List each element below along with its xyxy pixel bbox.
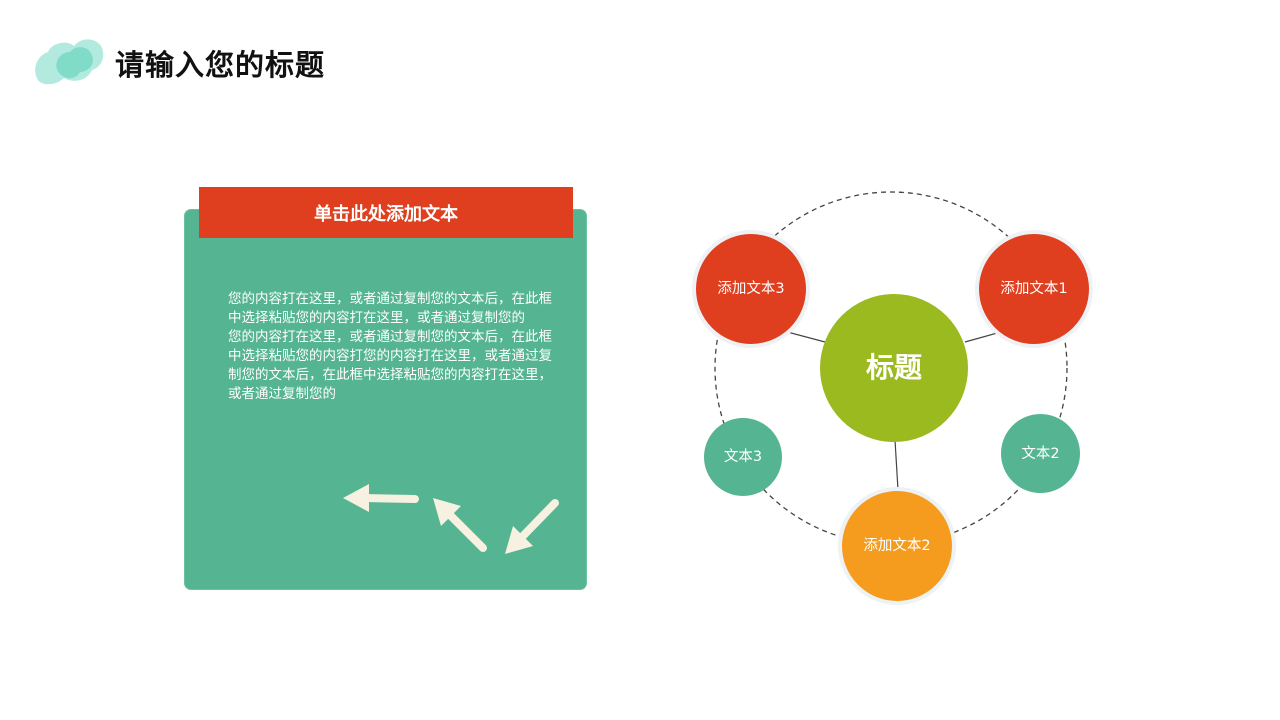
arrow-down-left-icon [505, 499, 559, 554]
card-paragraph-1: 您的内容打在这里，或者通过复制您的文本后，在此框中选择粘贴您的内容打在这里，或者… [228, 291, 552, 326]
center-node[interactable]: 标题 [820, 294, 968, 442]
node-bottom[interactable]: 添加文本2 [838, 487, 956, 605]
node-top-right[interactable]: 添加文本1 [975, 230, 1093, 348]
card-paragraph-2: 您的内容打在这里，或者通过复制您的文本后，在此框中选择粘贴您的内容打您的内容打在… [228, 329, 552, 402]
hub-diagram: 标题 添加文本3 添加文本1 添加文本2 文本3 文本2 [680, 190, 1100, 610]
dashed-orbit-ring [714, 191, 1068, 545]
node-left[interactable]: 文本3 [704, 418, 782, 496]
node-label: 文本3 [723, 449, 763, 465]
node-top-left[interactable]: 添加文本3 [692, 230, 810, 348]
card-banner[interactable]: 单击此处添加文本 [199, 187, 573, 238]
arrow-up-left-icon [433, 498, 487, 552]
node-right[interactable]: 文本2 [1001, 414, 1080, 493]
node-label: 添加文本3 [717, 281, 785, 297]
node-label: 添加文本1 [1000, 281, 1068, 297]
brush-logo-icon [35, 39, 104, 85]
center-node-label: 标题 [865, 351, 922, 384]
page-title: 请输入您的标题 [115, 48, 326, 82]
arrows-decoration [343, 484, 559, 554]
connector-bottom [894, 439, 899, 491]
card-body-text[interactable]: 您的内容打在这里，或者通过复制您的文本后，在此框中选择粘贴您的内容打在这里，或者… [228, 290, 558, 404]
node-label: 文本2 [1021, 445, 1060, 462]
node-label: 添加文本2 [863, 538, 931, 554]
arrow-left-icon [343, 484, 419, 512]
text-card [184, 209, 587, 590]
